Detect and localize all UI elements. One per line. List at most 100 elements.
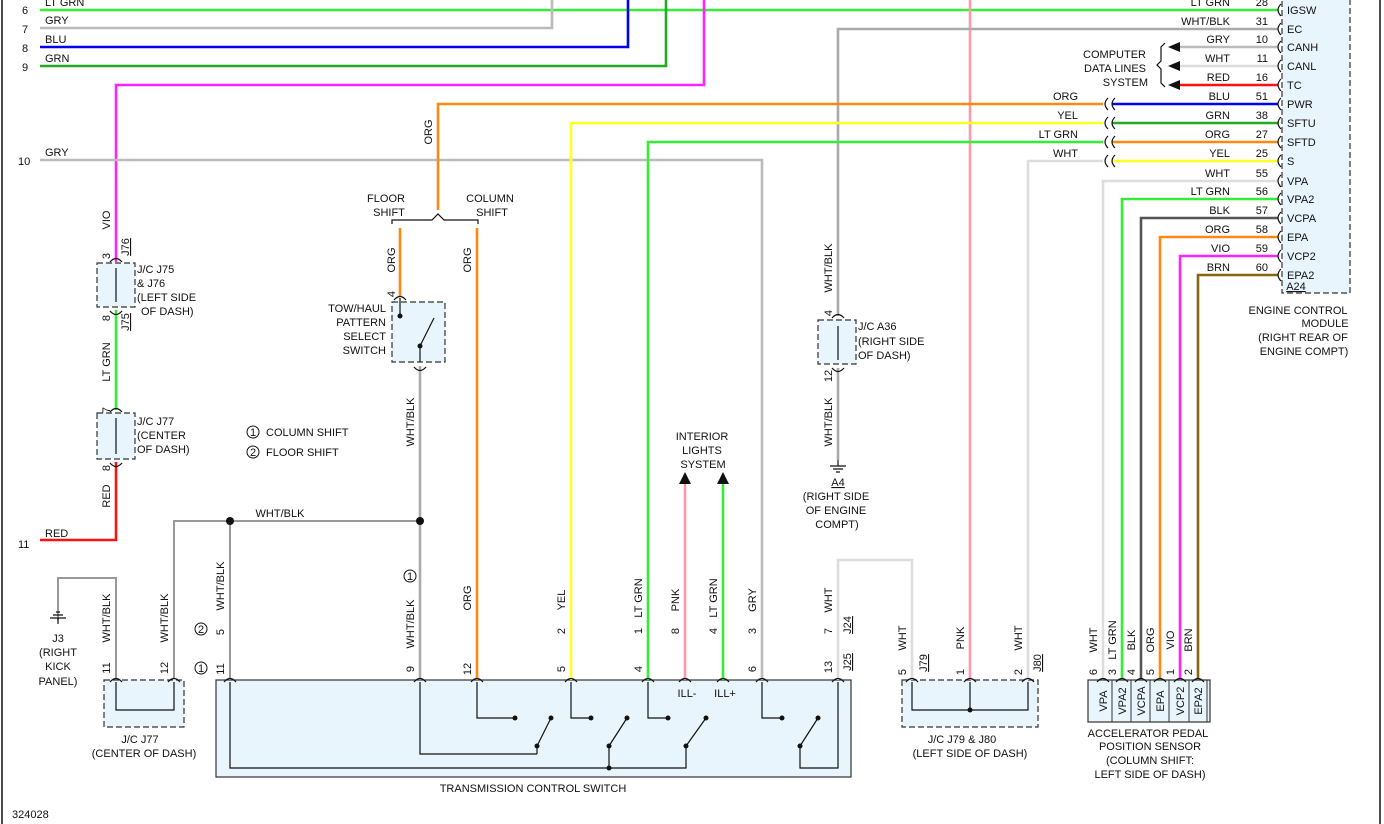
svg-text:6: 6 (747, 666, 759, 672)
svg-text:WHT/BLK: WHT/BLK (405, 599, 417, 649)
wire-label: ORG (1205, 129, 1230, 141)
svg-text:INTERIOR: INTERIOR (676, 431, 729, 443)
wire-label: BRN (1207, 262, 1230, 274)
svg-text:(RIGHT: (RIGHT (39, 647, 77, 659)
pin-name: IGSW (1287, 5, 1317, 17)
svg-text:ORG: ORG (1053, 91, 1078, 103)
svg-text:VPA: VPA (1098, 690, 1110, 712)
svg-text:WHT: WHT (1013, 625, 1025, 650)
pin-name: VPA (1287, 176, 1309, 188)
pin-number: 38 (1256, 110, 1268, 122)
svg-text:8: 8 (101, 465, 113, 471)
pin-name: VCPA (1287, 213, 1317, 225)
svg-text:2: 2 (250, 447, 256, 459)
svg-text:2: 2 (1013, 669, 1025, 675)
svg-text:3: 3 (1107, 669, 1119, 675)
svg-text:3: 3 (101, 253, 113, 259)
svg-text:COLUMN: COLUMN (466, 193, 514, 205)
svg-text:(LEFT SIDE: (LEFT SIDE (137, 292, 196, 304)
svg-text:PATTERN: PATTERN (336, 317, 386, 329)
app-sensor-box (1087, 679, 1211, 723)
svg-text:POSITION SENSOR: POSITION SENSOR (1099, 741, 1201, 753)
svg-text:5: 5 (1145, 669, 1157, 675)
wire-label: GRN (45, 53, 70, 65)
svg-text:LT GRN: LT GRN (633, 578, 645, 617)
svg-text:1: 1 (198, 663, 204, 675)
svg-text:VCPA: VCPA (1136, 686, 1148, 716)
data-lines-label: COMPUTER DATA LINES SYSTEM (1083, 49, 1148, 89)
jc-j79-j80: WHT 5 J79 PNK 1 WHT 2 J80 J/C J79 & J80 … (897, 625, 1044, 760)
svg-text:2: 2 (198, 624, 204, 636)
inline-wire-labels: ORG YEL LT GRN WHT (1039, 91, 1079, 160)
svg-text:(CENTER OF DASH): (CENTER OF DASH) (92, 748, 197, 760)
pin-number: 58 (1256, 224, 1268, 236)
tow-haul-switch-box (391, 301, 446, 363)
pin-name: PWR (1287, 99, 1313, 111)
svg-text:11: 11 (215, 663, 227, 674)
pin-name: EC (1287, 24, 1302, 36)
pin-name: S (1287, 156, 1294, 168)
svg-text:1: 1 (407, 571, 413, 583)
pin-name: VCP2 (1287, 251, 1316, 263)
svg-text:12: 12 (159, 662, 171, 674)
connector-pins (109, 3, 1282, 683)
pin-name: TC (1287, 80, 1302, 92)
svg-text:TRANSMISSION CONTROL SWITCH: TRANSMISSION CONTROL SWITCH (440, 783, 627, 795)
svg-text:WHT/BLK: WHT/BLK (101, 593, 113, 643)
svg-text:ORG: ORG (423, 119, 435, 144)
pin-number: 55 (1256, 168, 1268, 180)
interior-lights-label: INTERIOR LIGHTS SYSTEM (676, 431, 729, 471)
ground-a4-label: A4 (RIGHT SIDE OF ENGINE COMPT) (803, 477, 869, 531)
arrow-up-icon (717, 472, 729, 484)
svg-text:(CENTER: (CENTER (137, 430, 186, 442)
svg-text:A24: A24 (1286, 281, 1306, 293)
pin-number: 60 (1256, 262, 1268, 274)
svg-text:(RIGHT SIDE: (RIGHT SIDE (858, 336, 924, 348)
pin-number: 16 (1256, 72, 1268, 84)
svg-text:WHT/BLK: WHT/BLK (823, 243, 835, 293)
svg-text:WHT/BLK: WHT/BLK (159, 593, 171, 643)
svg-text:13: 13 (823, 661, 835, 673)
pin-number: 57 (1256, 205, 1268, 217)
svg-text:ILL-: ILL- (678, 688, 697, 700)
wire-label: RED (1207, 72, 1230, 84)
svg-text:5: 5 (215, 629, 227, 635)
transmission-control-switch: WHT/BLK 5 11 2 1 1 WHT/BLK 9 ORG 12 YEL … (194, 561, 854, 795)
circuit-number: 8 (22, 43, 28, 55)
svg-text:COLUMN SHIFT: COLUMN SHIFT (266, 427, 349, 439)
wire-label: GRY (45, 147, 69, 159)
svg-text:RED: RED (101, 484, 113, 507)
svg-text:1: 1 (955, 669, 967, 675)
svg-text:J79: J79 (918, 654, 930, 672)
pin-number: 27 (1256, 129, 1268, 141)
jc-j75: VIO 3 J76 8 J75 LT GRN J/C J75& J76 (LEF… (101, 210, 196, 382)
svg-text:12: 12 (823, 370, 835, 382)
ecm-label: A24 ENGINE CONTROL MODULE (RIGHT REAR OF… (1248, 281, 1348, 358)
svg-text:4: 4 (386, 291, 398, 297)
svg-text:OF DASH): OF DASH) (858, 350, 911, 362)
wire-label: YEL (1209, 148, 1230, 160)
jc-j77-lower: WHT/BLK 11 WHT/BLK 12 J/C J77 (CENTER OF… (92, 593, 197, 760)
svg-text:WHT: WHT (1053, 148, 1078, 160)
svg-text:J/C A36: J/C A36 (858, 321, 897, 333)
svg-text:9: 9 (405, 666, 417, 672)
wire-label: ORG (1205, 224, 1230, 236)
svg-text:COMPT): COMPT) (815, 519, 858, 531)
svg-text:12: 12 (462, 663, 474, 675)
circuit-number: 11 (18, 539, 29, 551)
wire-label: WHT (1205, 168, 1230, 180)
svg-text:ENGINE COMPT): ENGINE COMPT) (1260, 346, 1349, 358)
svg-text:LT GRN: LT GRN (708, 578, 720, 617)
wire-label: BLK (1209, 205, 1230, 217)
